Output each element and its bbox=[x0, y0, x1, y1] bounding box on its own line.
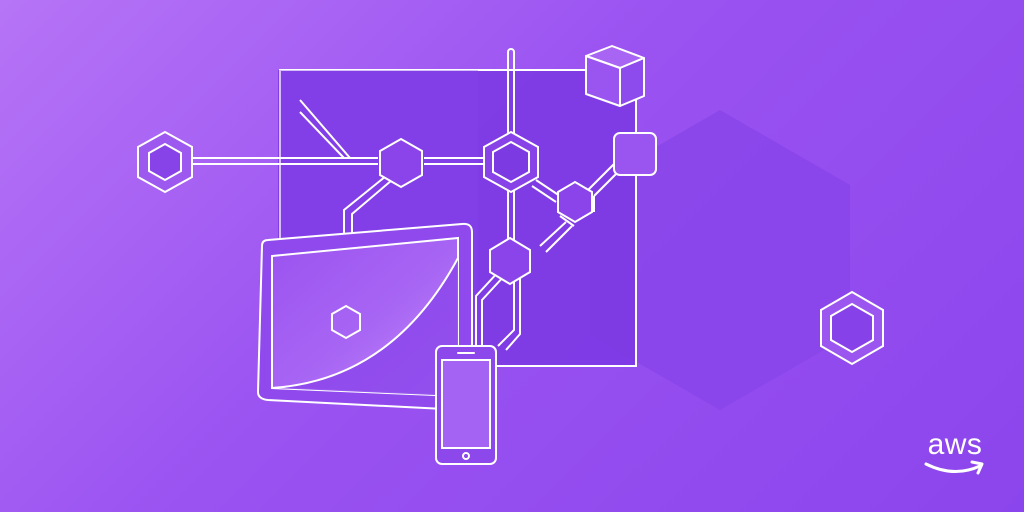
connection-node-lower-icon bbox=[489, 236, 531, 286]
laptop-screen-icon bbox=[256, 222, 473, 412]
network-hexagon-center-icon bbox=[483, 130, 539, 194]
hex-to-phone-connector bbox=[475, 269, 521, 367]
connection-node-small-icon bbox=[557, 180, 593, 224]
left-connector bbox=[190, 157, 486, 165]
connection-node-middle-icon bbox=[379, 137, 423, 189]
amazon-smile-arrow-icon bbox=[924, 460, 984, 475]
network-hexagon-left-icon bbox=[137, 130, 193, 194]
vertical-pipe bbox=[507, 48, 515, 240]
background-hexagon bbox=[590, 110, 850, 410]
box-cube-icon bbox=[585, 45, 645, 107]
connection-node-square-icon bbox=[613, 132, 657, 176]
network-hexagon-right-icon bbox=[820, 290, 884, 366]
laptop-hexagon-icon bbox=[331, 304, 361, 340]
aws-logo: aws bbox=[920, 428, 990, 486]
hex-to-laptop-connector bbox=[343, 175, 393, 236]
smartphone-icon bbox=[435, 345, 497, 465]
aws-logo-text: aws bbox=[927, 428, 983, 461]
branch-lines bbox=[299, 99, 351, 159]
